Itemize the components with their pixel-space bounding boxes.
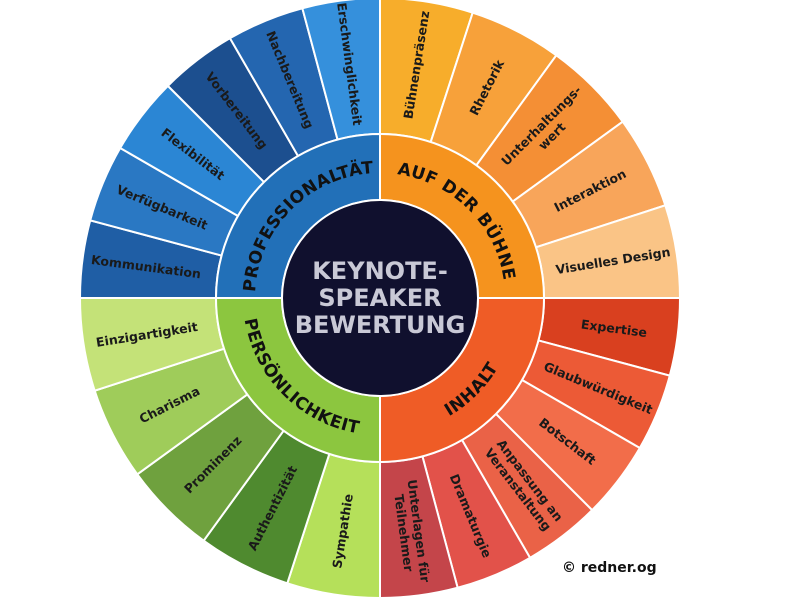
copyright-credit: © redner.og [562,560,657,576]
center-disc [281,199,479,397]
